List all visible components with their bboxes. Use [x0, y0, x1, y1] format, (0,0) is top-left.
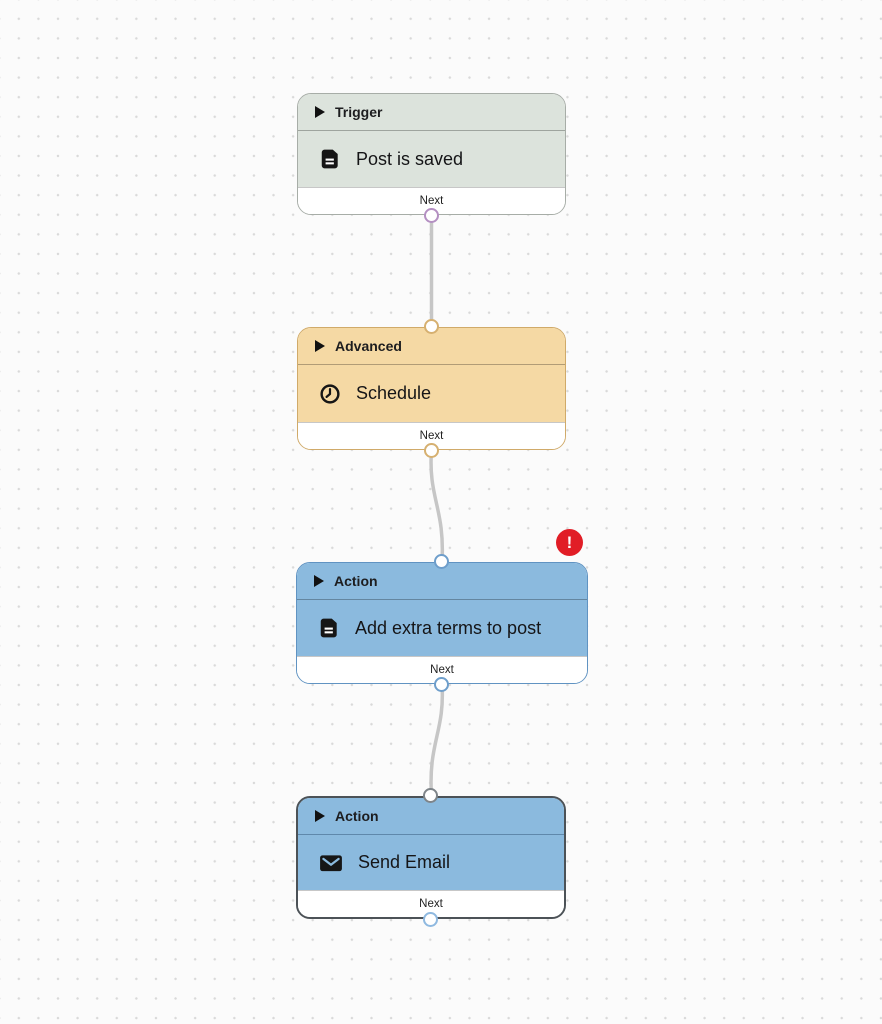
node-card[interactable]: Advanced Schedule Next [297, 327, 566, 450]
node-footer: Next [298, 187, 565, 214]
node-title: Add extra terms to post [355, 617, 542, 638]
node-advanced-schedule[interactable]: Advanced Schedule Next [297, 319, 566, 458]
node-action-send-email[interactable]: Action Send Email Next [296, 788, 566, 927]
output-port[interactable] [423, 443, 439, 458]
email-icon [319, 853, 343, 873]
node-card[interactable]: Trigger Post is saved Next [297, 93, 566, 215]
node-category-label: Action [335, 808, 379, 824]
play-icon [315, 810, 325, 822]
node-card[interactable]: Action Send Email Next [296, 796, 566, 919]
node-header[interactable]: Action [297, 563, 587, 600]
output-port[interactable] [423, 912, 438, 927]
play-icon [314, 575, 324, 587]
output-port[interactable] [434, 677, 449, 692]
node-title: Send Email [358, 852, 451, 872]
connection-add-terms-to-send-email[interactable] [429, 682, 445, 798]
node-body[interactable]: Send Email [298, 835, 564, 890]
node-trigger-post-is-saved[interactable]: Trigger Post is saved Next [297, 93, 566, 223]
node-title: Schedule [356, 383, 432, 403]
node-title: Post is saved [356, 148, 464, 169]
node-header[interactable]: Trigger [298, 94, 565, 131]
node-header[interactable]: Advanced [298, 328, 565, 365]
node-category-label: Action [334, 573, 378, 589]
play-icon [315, 106, 325, 118]
node-action-add-extra-terms[interactable]: Action Add extra terms to post Next [296, 554, 588, 692]
output-port[interactable] [423, 208, 439, 223]
connection-schedule-to-add-terms[interactable] [429, 448, 445, 564]
node-card[interactable]: Action Add extra terms to post Next [296, 562, 588, 684]
error-badge[interactable]: ! [556, 529, 583, 556]
input-port[interactable] [434, 554, 449, 569]
node-category-label: Trigger [335, 104, 383, 120]
node-footer: Next [298, 422, 565, 449]
play-icon [315, 340, 325, 352]
post-document-icon [319, 148, 341, 170]
next-label: Next [419, 898, 443, 910]
post-document-icon [318, 617, 340, 639]
node-body[interactable]: Post is saved [298, 131, 565, 187]
next-label: Next [419, 430, 444, 442]
error-exclamation-icon: ! [566, 533, 573, 552]
node-header[interactable]: Action [298, 798, 564, 835]
node-body[interactable]: Schedule [298, 365, 565, 422]
next-label: Next [430, 664, 454, 676]
node-category-label: Advanced [335, 338, 402, 354]
clock-icon [319, 383, 341, 405]
input-port[interactable] [423, 319, 439, 334]
node-body[interactable]: Add extra terms to post [297, 600, 587, 656]
input-port[interactable] [423, 788, 438, 803]
next-label: Next [419, 195, 444, 207]
